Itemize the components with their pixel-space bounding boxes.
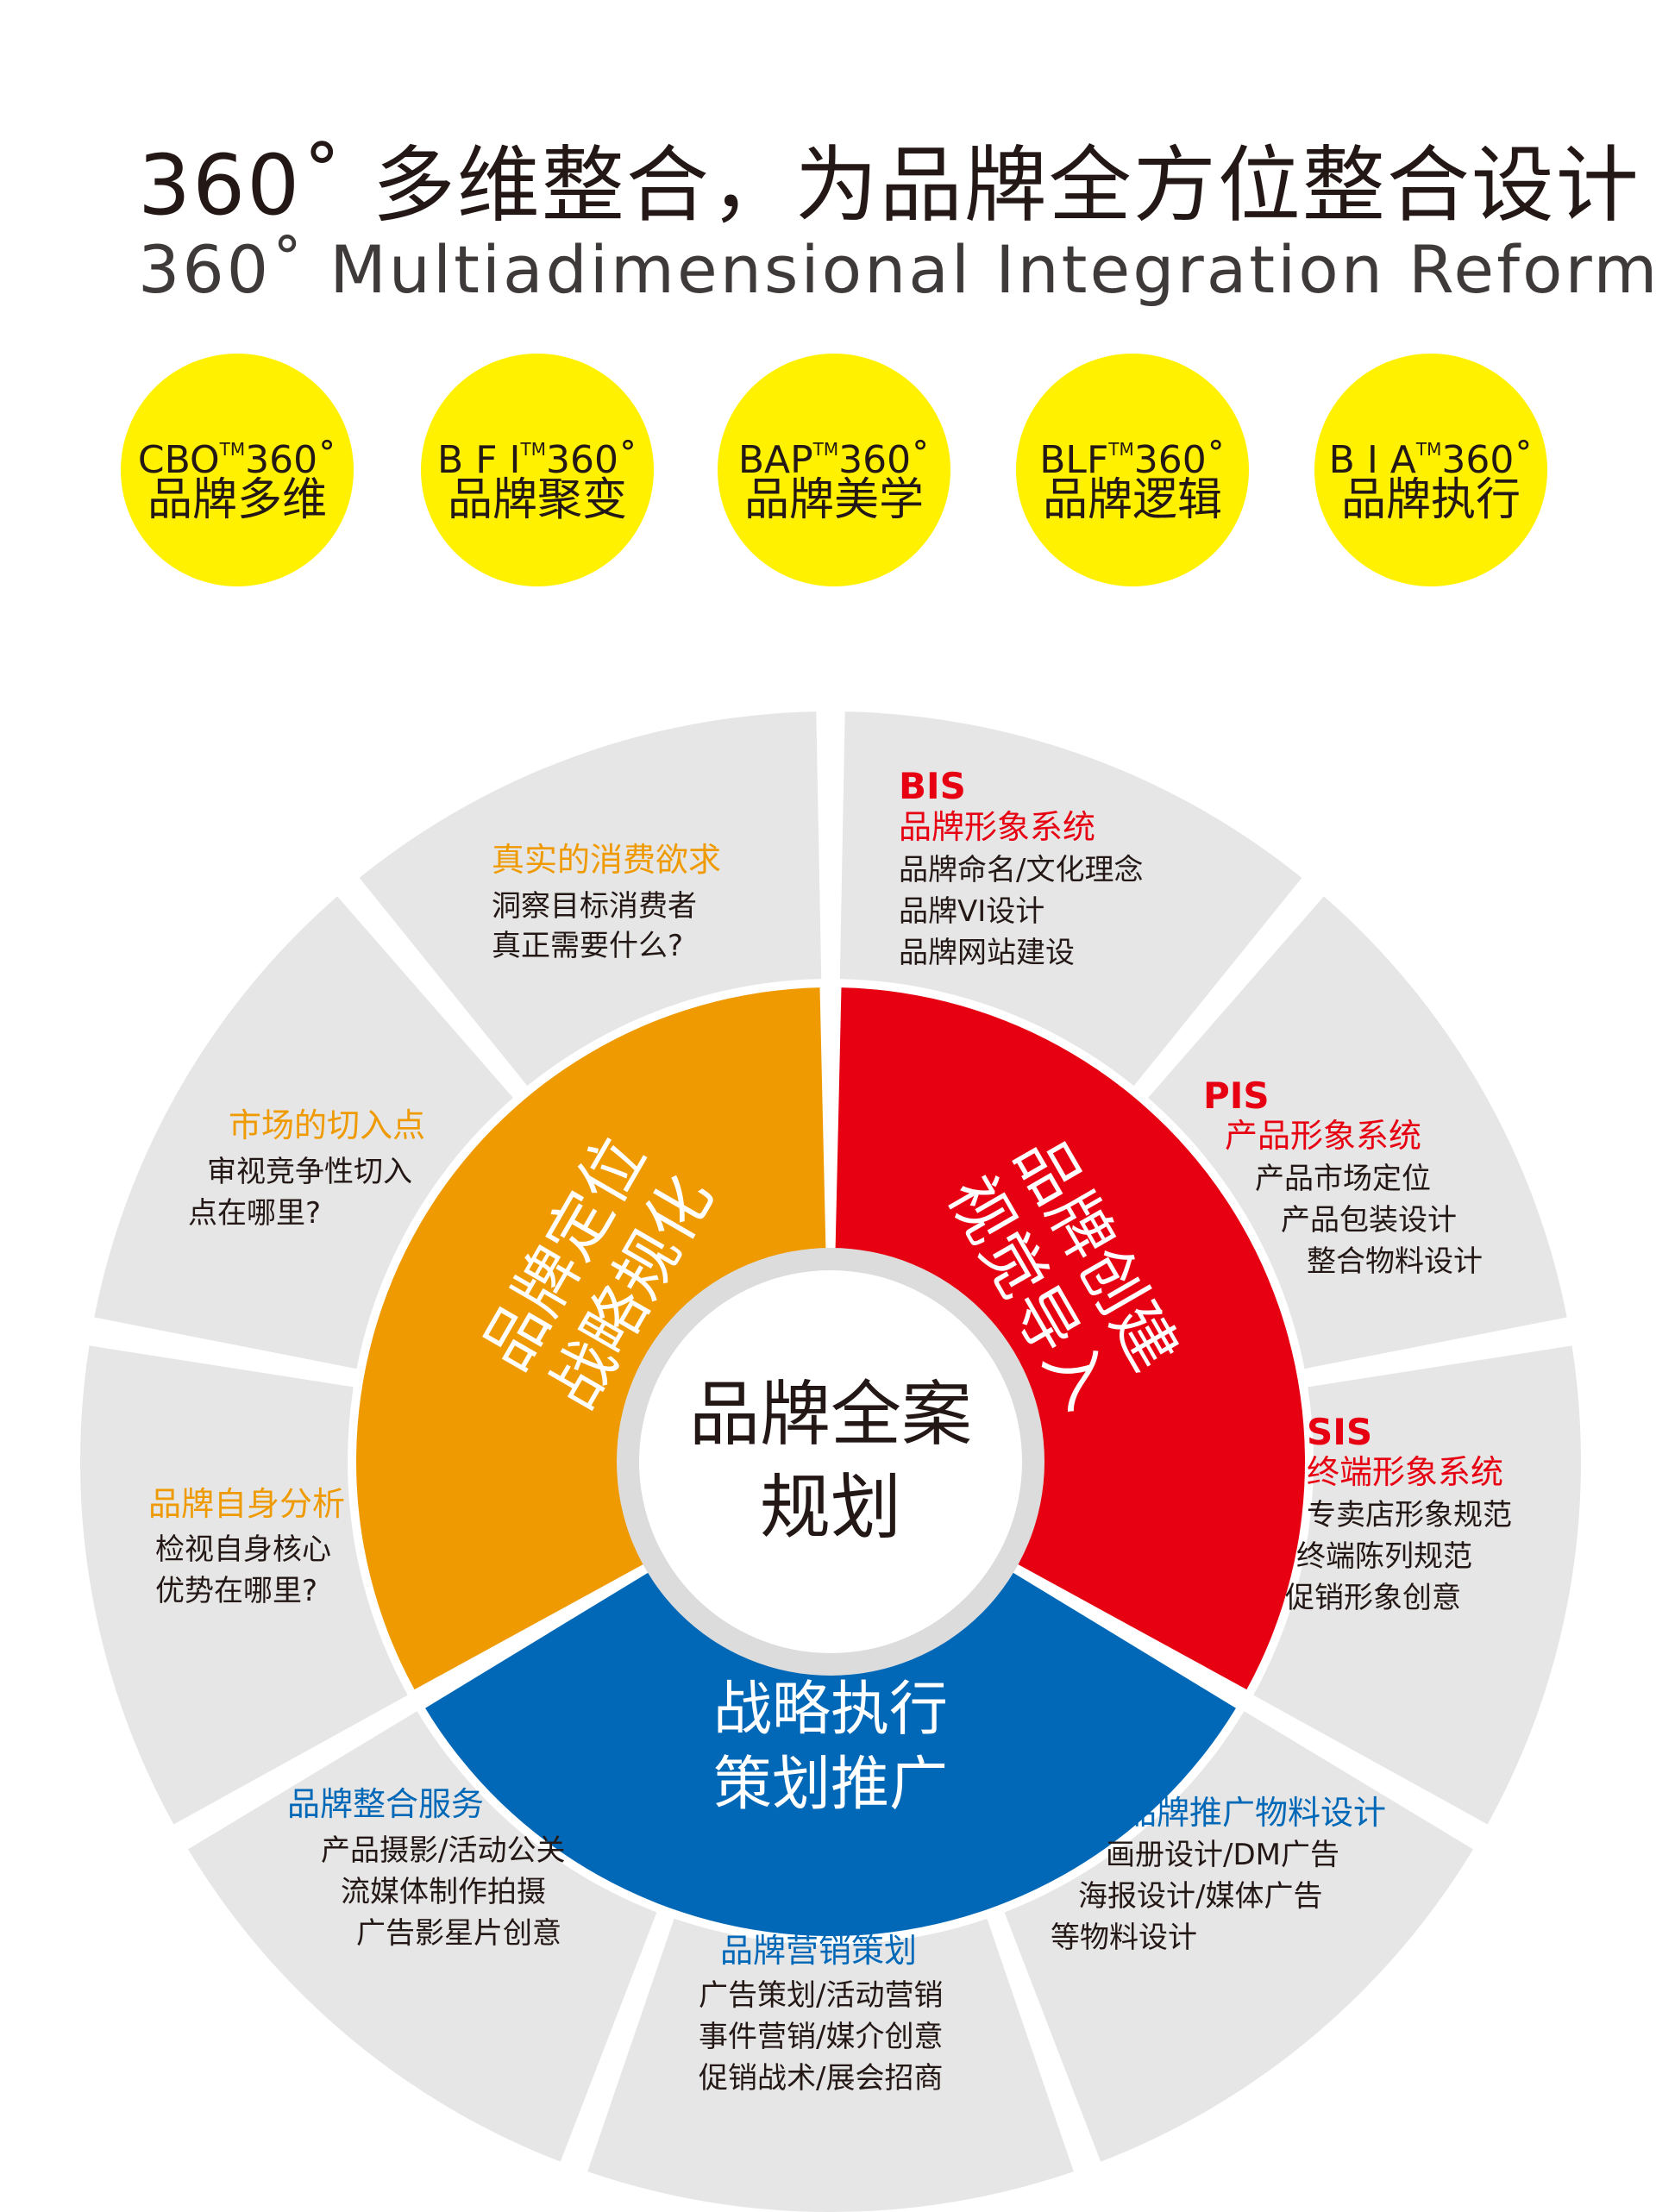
- badge-code: BAPTM360˚: [737, 438, 931, 482]
- badge-bia: B I ATM360˚ 品牌执行: [1314, 354, 1547, 586]
- segment-line: 广告策划/活动营销: [699, 1978, 943, 2013]
- inner-segment-blue: [425, 1567, 1236, 1936]
- segment-line: 检视自身核心: [155, 1532, 331, 1567]
- segment-code: BIS: [899, 765, 966, 807]
- segment-code: SIS: [1307, 1411, 1372, 1453]
- badge-blf: BLFTM360˚ 品牌逻辑: [1016, 354, 1249, 586]
- outer-segment-s2: [1148, 896, 1567, 1369]
- blue-label-1: 战略执行: [713, 1676, 948, 1744]
- center-label-2: 规划: [760, 1467, 901, 1549]
- center-disc: [639, 1270, 1022, 1653]
- segment-code: PIS: [1203, 1075, 1270, 1117]
- segment-line: 事件营销/媒介创意: [699, 2020, 943, 2054]
- segment-promo-materials: 品牌推广物料设计 画册设计/DM广告 海报设计/媒体广告 等物料设计: [1051, 1794, 1386, 1955]
- segment-line: 产品摄影/活动公关: [321, 1833, 565, 1868]
- inner-segment-orange: [356, 987, 826, 1690]
- segment-line: 整合物料设计: [1307, 1244, 1483, 1279]
- segment-line: 促销形象创意: [1285, 1581, 1461, 1615]
- segment-line: 流媒体制作拍摄: [341, 1875, 546, 1909]
- segment-line: 促销战术/展会招商: [699, 2061, 943, 2096]
- outer-segment-s4: [1004, 1711, 1473, 2162]
- blue-label-2: 策划推广: [713, 1751, 948, 1819]
- badge-name: 品牌美学: [743, 474, 924, 526]
- segment-line: 海报设计/媒体广告: [1078, 1879, 1322, 1914]
- segment-heading: 品牌营销策划: [720, 1932, 917, 1970]
- inner-segment-red: [835, 987, 1305, 1690]
- segment-line: 产品包装设计: [1281, 1203, 1457, 1238]
- badge-row: CBOTM360˚ 品牌多维 B F ITM360˚ 品牌聚变 BAPTM360…: [0, 0, 1656, 604]
- segment-heading: 真实的消费欲求: [492, 841, 721, 879]
- segment-consumer-desire: 真实的消费欲求 洞察目标消费者 真正需要什么?: [492, 841, 721, 963]
- outer-segment-s8: [94, 896, 513, 1369]
- badge-code: B I ATM360˚: [1328, 438, 1534, 482]
- outer-segment-s7: [80, 1345, 408, 1825]
- segment-line: 审视竞争性切入: [207, 1155, 412, 1189]
- badge-name: 品牌聚变: [447, 474, 627, 526]
- segment-line: 品牌命名/文化理念: [899, 853, 1143, 887]
- badge-cbo: CBOTM360˚ 品牌多维: [121, 354, 354, 586]
- segment-heading: 品牌形象系统: [899, 808, 1095, 846]
- segment-line: 洞察目标消费者: [492, 889, 697, 924]
- badge-code: BLFTM360˚: [1039, 438, 1226, 482]
- segment-line: 广告影星片创意: [356, 1916, 561, 1951]
- segment-line: 专卖店形象规范: [1307, 1498, 1512, 1532]
- segment-line: 画册设计/DM广告: [1106, 1838, 1339, 1872]
- badge-bap: BAPTM360˚ 品牌美学: [718, 354, 950, 586]
- segment-heading: 终端形象系统: [1307, 1453, 1503, 1491]
- segment-heading: 产品形象系统: [1225, 1117, 1421, 1155]
- segment-heading: 品牌整合服务: [287, 1785, 484, 1823]
- segment-line: 优势在哪里?: [155, 1574, 317, 1608]
- segment-heading: 市场的切入点: [229, 1106, 425, 1144]
- outer-segment-s9: [359, 711, 822, 1087]
- outer-segment-s6: [188, 1711, 657, 2162]
- segment-line: 品牌网站建设: [899, 936, 1075, 970]
- segment-line: 产品市场定位: [1255, 1162, 1431, 1196]
- segment-bis: BIS 品牌形象系统 品牌命名/文化理念 品牌VI设计 品牌网站建设: [899, 765, 1143, 970]
- center-label-1: 品牌全案: [689, 1374, 972, 1456]
- outer-segment-s1: [839, 711, 1302, 1087]
- outer-ring: [80, 711, 1581, 2212]
- segment-heading: 品牌推广物料设计: [1124, 1794, 1386, 1832]
- segment-line: 终端陈列规范: [1296, 1539, 1472, 1574]
- segment-self-analysis: 品牌自身分析 检视自身核心 优势在哪里?: [148, 1485, 345, 1608]
- segment-line: 真正需要什么?: [492, 929, 683, 963]
- outer-segment-s3: [1253, 1345, 1581, 1825]
- segment-line: 点在哪里?: [188, 1196, 321, 1231]
- badge-name: 品牌逻辑: [1042, 474, 1222, 526]
- badge-name: 品牌多维: [147, 474, 327, 526]
- segment-sis: SIS 终端形象系统 专卖店形象规范 终端陈列规范 促销形象创意: [1285, 1411, 1512, 1615]
- segment-pis: PIS 产品形象系统 产品市场定位 产品包装设计 整合物料设计: [1203, 1075, 1483, 1279]
- segment-line: 品牌VI设计: [899, 894, 1044, 929]
- inner-ring: [356, 987, 1305, 1936]
- segment-heading: 品牌自身分析: [148, 1485, 345, 1523]
- badge-code: B F ITM360˚: [437, 438, 637, 482]
- segment-market-entry: 市场的切入点 审视竞争性切入 点在哪里?: [188, 1106, 425, 1231]
- segment-marketing-plan: 品牌营销策划 广告策划/活动营销 事件营销/媒介创意 促销战术/展会招商: [699, 1932, 943, 2096]
- badge-name: 品牌执行: [1340, 474, 1521, 526]
- outer-segment-s5: [587, 1918, 1074, 2212]
- page-subtitle: 360˚ Multiadimensional Integration Refor…: [138, 231, 1656, 308]
- badge-bfi: B F ITM360˚ 品牌聚变: [421, 354, 654, 586]
- segment-integrated-service: 品牌整合服务 产品摄影/活动公关 流媒体制作拍摄 广告影星片创意: [287, 1785, 565, 1951]
- badge-code: CBOTM360˚: [137, 438, 337, 482]
- segment-line: 等物料设计: [1051, 1921, 1197, 1955]
- page-title: 360˚ 多维整合，为品牌全方位整合设计: [138, 137, 1640, 234]
